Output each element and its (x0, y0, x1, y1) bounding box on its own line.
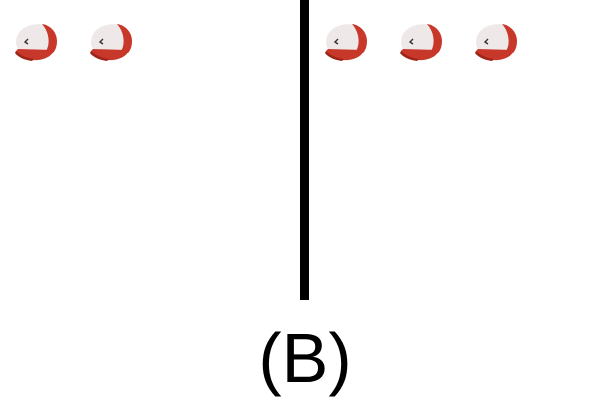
baseball-cap-icon (472, 19, 520, 63)
baseball-cap-icon (12, 19, 60, 63)
baseball-cap-icon (87, 19, 135, 63)
baseball-cap-icon (322, 19, 370, 63)
baseball-cap-icon (397, 19, 445, 63)
figure-label: (B) (258, 319, 352, 397)
divider-line (300, 0, 309, 300)
